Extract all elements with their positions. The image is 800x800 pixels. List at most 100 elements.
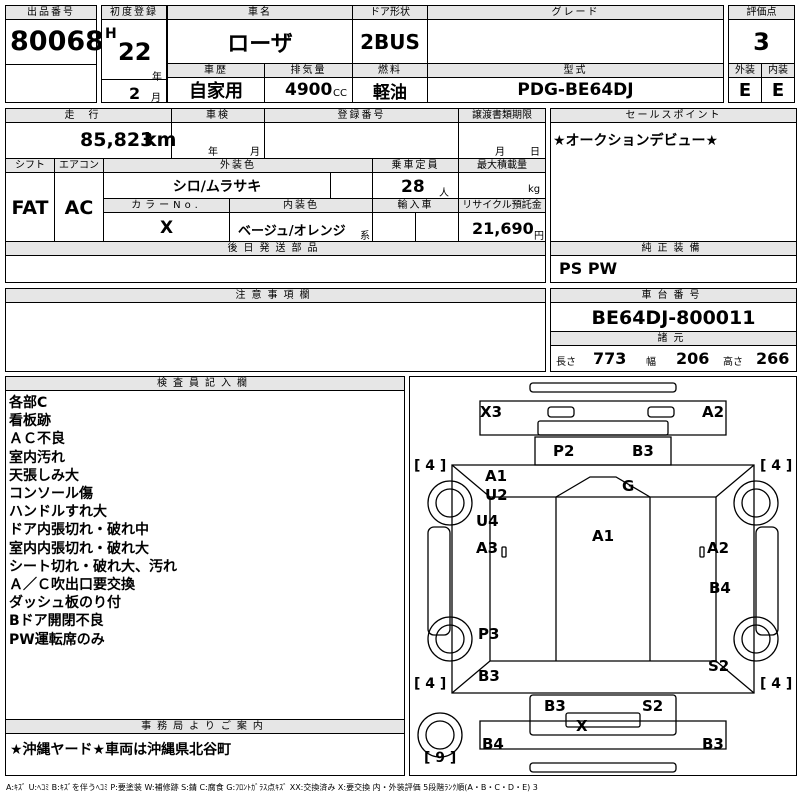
mark-a3: A3 (476, 539, 499, 557)
recycle-label: リサイクル預託金 (459, 199, 545, 213)
chassis-label: 車台番号 (551, 289, 796, 303)
mark-x-rear: X (576, 717, 588, 735)
transfer-month-unit: 月 (495, 147, 505, 158)
history-label: 車歴 (168, 64, 264, 78)
history-box: 車歴 自家用 (167, 63, 265, 103)
car-name-label: 車名 (168, 6, 352, 20)
later-parts-label: 後日発送部品 (6, 242, 545, 256)
width-value: 206 (676, 349, 710, 368)
inspector-note: 看板跡 (9, 413, 51, 430)
inspector-note: シート切れ・破れ大、汚れ (9, 558, 177, 575)
model-value: PDG-BE64DJ (517, 80, 634, 100)
era: H (105, 26, 117, 42)
mark-s2-right: S2 (708, 657, 730, 675)
inspector-note: PW運転席のみ (9, 631, 105, 648)
inspection-year-unit: 年 (208, 147, 218, 158)
vehicle-outline (417, 382, 779, 773)
grade-label: グレード (428, 6, 723, 20)
genuine-equip-value: PS PW (559, 259, 618, 278)
length-label: 長さ (556, 357, 576, 368)
score-box: 評価点 3 (728, 5, 795, 64)
damage-diagram: X3 A2 P2 B3 A1 U2 G U4 A3 A1 A2 B4 P3 B3… (409, 376, 797, 776)
inspector-note: 室内汚れ (9, 449, 65, 466)
exterior-grade-box: 外装 E (728, 63, 762, 103)
score-label: 評価点 (729, 6, 794, 20)
mark-x3: X3 (480, 403, 503, 421)
width-label: 幅 (646, 357, 656, 368)
recycle-value: 21,690 (472, 219, 534, 238)
mark-p3: P3 (478, 625, 500, 643)
score-value: 3 (753, 28, 770, 56)
reg-month: 2 (129, 84, 141, 103)
interior-grade-box: 内装 E (761, 63, 795, 103)
sales-point-label: セールスポイント (551, 109, 796, 123)
fuel-label: 燃料 (353, 64, 427, 78)
mark-a2-right: A2 (707, 539, 730, 557)
mark-s2-rear: S2 (642, 697, 664, 715)
ac-value: AC (64, 197, 94, 219)
length-value: 773 (593, 349, 627, 368)
tire-front-right: [ 4 ] (760, 458, 793, 474)
door-type: 2BUS (360, 30, 420, 54)
door-label: ドア形状 (353, 6, 427, 20)
height-label: 高さ (723, 357, 743, 368)
inspector-note: コンソール傷 (9, 486, 93, 503)
grade-value (428, 22, 723, 62)
capacity-unit: 人 (439, 188, 449, 199)
genuine-equip-box: 純正装備 PS PW (550, 241, 797, 283)
reg-month-unit: 月 (151, 93, 161, 104)
tire-rear-right: [ 4 ] (760, 676, 793, 692)
office-label: 事務局よりご案内 (6, 720, 404, 734)
displacement-value: 4900 (285, 80, 333, 100)
legend: A:ｷｽﾞ U:ﾍｺﾐ B:ｷｽﾞを伴うﾍｺﾐ P:要塗装 W:補修跡 S:錆 … (6, 783, 538, 792)
inspector-note: 各部C (9, 395, 48, 411)
office-message: ★沖縄ヤード★車両は沖縄県北谷町 (10, 742, 232, 758)
history-value: 自家用 (189, 81, 243, 102)
lot-number-box: 出品番号 80068 (5, 5, 104, 103)
recycle-unit: 円 (534, 231, 544, 242)
inspection-label: 車検 (172, 109, 264, 123)
ac-label: エアコン (55, 159, 103, 173)
car-name-box: 車名 ローザ (167, 5, 353, 64)
mileage-value: 85,823 (80, 129, 154, 151)
registration-label: 登録番号 (265, 109, 458, 123)
inspector-note: ダッシュ板のり付 (9, 595, 121, 612)
transfer-deadline-label: 譲渡書類期限 (459, 109, 545, 123)
interior-color-unit: 系 (360, 231, 370, 242)
displacement-box: 排気量 4900 CC (264, 63, 353, 103)
main-info-box: 走行 車検 登録番号 譲渡書類期限 85,823 km 年 月 月 日 シフト … (5, 108, 546, 243)
fuel-value: 軽油 (373, 82, 407, 103)
mark-u4: U4 (476, 512, 499, 530)
mileage-unit: km (144, 129, 177, 151)
model-label: 型式 (428, 64, 723, 78)
capacity-label: 乗車定員 (373, 159, 458, 173)
first-registration-label: 初度登録 (102, 6, 166, 20)
interior-color-value: ベージュ/オレンジ (238, 224, 346, 239)
maxload-label: 最大積載量 (459, 159, 545, 173)
inspector-note: 天張しみ大 (9, 467, 79, 484)
color-label: 外装色 (104, 159, 372, 173)
first-registration-box: 初度登録 H 22 年 2 月 (101, 5, 167, 104)
inspector-notes-label: 検査員記入欄 (6, 377, 404, 391)
mark-p2: P2 (553, 442, 575, 460)
displacement-label: 排気量 (265, 64, 352, 78)
mileage-label: 走行 (6, 109, 171, 123)
mark-b3-top: B3 (632, 442, 654, 460)
mark-a1-left: A1 (485, 467, 508, 485)
reg-year-unit: 年 (152, 72, 162, 83)
car-name: ローザ (227, 32, 293, 57)
mark-b3-rear: B3 (544, 697, 566, 715)
import-label: 輸入車 (373, 199, 458, 213)
mark-b3-rear2: B3 (702, 735, 724, 753)
caution-box: 注意事項欄 (5, 288, 546, 372)
inspector-note: ＡＣ不良 (9, 431, 65, 448)
mark-b4-right: B4 (709, 579, 731, 597)
inspector-note: Bドア開閉不良 (9, 613, 104, 630)
displacement-unit: CC (333, 88, 347, 99)
interior-grade: E (771, 79, 785, 101)
shift-label: シフト (6, 159, 54, 173)
lot-number-label: 出品番号 (6, 6, 96, 20)
inspector-note: Ａ／Ｃ吹出口要交換 (9, 577, 135, 594)
